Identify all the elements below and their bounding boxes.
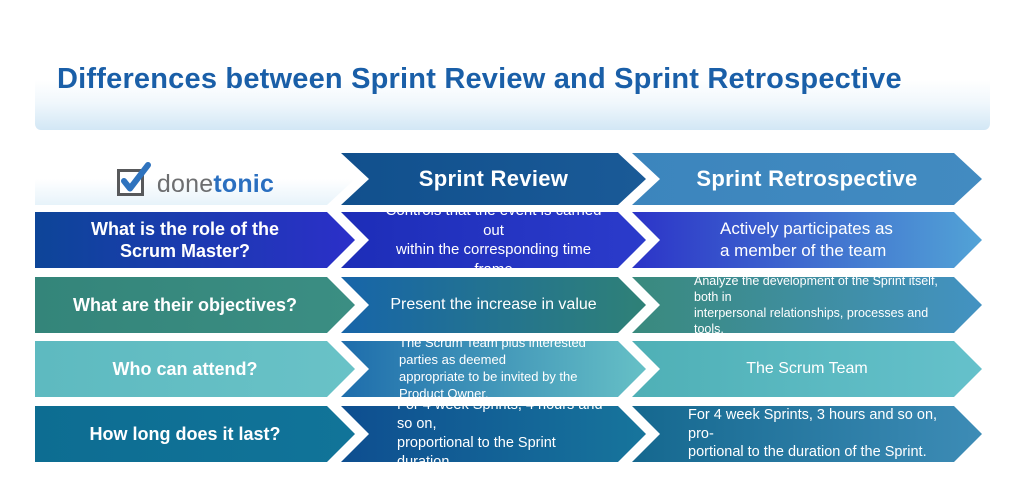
donetonic-logo: donetonic xyxy=(116,161,274,197)
row-duration: How long does it last? For 4 week Sprint… xyxy=(35,406,982,462)
question-cell-attendance: Who can attend? xyxy=(35,341,355,397)
retrospective-cell-scrum-master-role: Actively participates as a member of the… xyxy=(632,212,982,268)
retrospective-answer-text: Analyze the development of the Sprint it… xyxy=(694,273,938,337)
review-cell-objectives: Present the increase in value xyxy=(341,277,646,333)
question-text: What is the role of the Scrum Master? xyxy=(90,218,279,261)
row-scrum-master-role: What is the role of the Scrum Master? Co… xyxy=(35,212,982,268)
retrospective-cell-attendance: The Scrum Team xyxy=(632,341,982,397)
logo-cell: donetonic xyxy=(35,153,355,205)
title-banner: Differences between Sprint Review and Sp… xyxy=(35,34,990,130)
retrospective-answer-text: For 4 week Sprints, 3 hours and so on, p… xyxy=(688,406,938,461)
question-text: How long does it last? xyxy=(89,423,281,444)
logo-tonic-text: tonic xyxy=(213,170,275,198)
page-title: Differences between Sprint Review and Sp… xyxy=(57,62,902,95)
retrospective-answer-text: Actively participates as a member of the… xyxy=(720,218,893,260)
review-cell-duration: For 4 week Sprints, 4 hours and so on, p… xyxy=(341,406,646,462)
review-answer-text: Present the increase in value xyxy=(390,295,597,313)
row-objectives: What are their objectives? Present the i… xyxy=(35,277,982,333)
review-answer-text: The Scrum Team plus interested parties a… xyxy=(399,335,586,401)
question-cell-duration: How long does it last? xyxy=(35,406,355,462)
header-row: donetonic Sprint Review Sprint Retrospec… xyxy=(35,153,982,205)
retrospective-cell-objectives: Analyze the development of the Sprint it… xyxy=(632,277,982,333)
question-text: What are their objectives? xyxy=(72,294,298,315)
checkbox-check-icon xyxy=(116,161,152,197)
logo-wordmark: donetonic xyxy=(157,172,274,197)
retrospective-answer-text: The Scrum Team xyxy=(746,359,868,377)
review-cell-scrum-master-role: Controls that the event is carried out w… xyxy=(341,212,646,268)
header-sprint-review: Sprint Review xyxy=(341,153,646,205)
header-sprint-retrospective: Sprint Retrospective xyxy=(632,153,982,205)
row-attendance: Who can attend? The Scrum Team plus inte… xyxy=(35,341,982,397)
question-text: Who can attend? xyxy=(112,358,258,379)
review-cell-attendance: The Scrum Team plus interested parties a… xyxy=(341,341,646,397)
question-cell-objectives: What are their objectives? xyxy=(35,277,355,333)
review-answer-text: For 4 week Sprints, 4 hours and so on, p… xyxy=(397,397,603,470)
logo-done-text: done xyxy=(156,170,214,198)
header-sprint-retrospective-label: Sprint Retrospective xyxy=(696,166,918,191)
header-sprint-review-label: Sprint Review xyxy=(418,166,569,191)
retrospective-cell-duration: For 4 week Sprints, 3 hours and so on, p… xyxy=(632,406,982,462)
question-cell-scrum-master-role: What is the role of the Scrum Master? xyxy=(35,212,355,268)
review-answer-text: Controls that the event is carried out w… xyxy=(385,202,602,278)
